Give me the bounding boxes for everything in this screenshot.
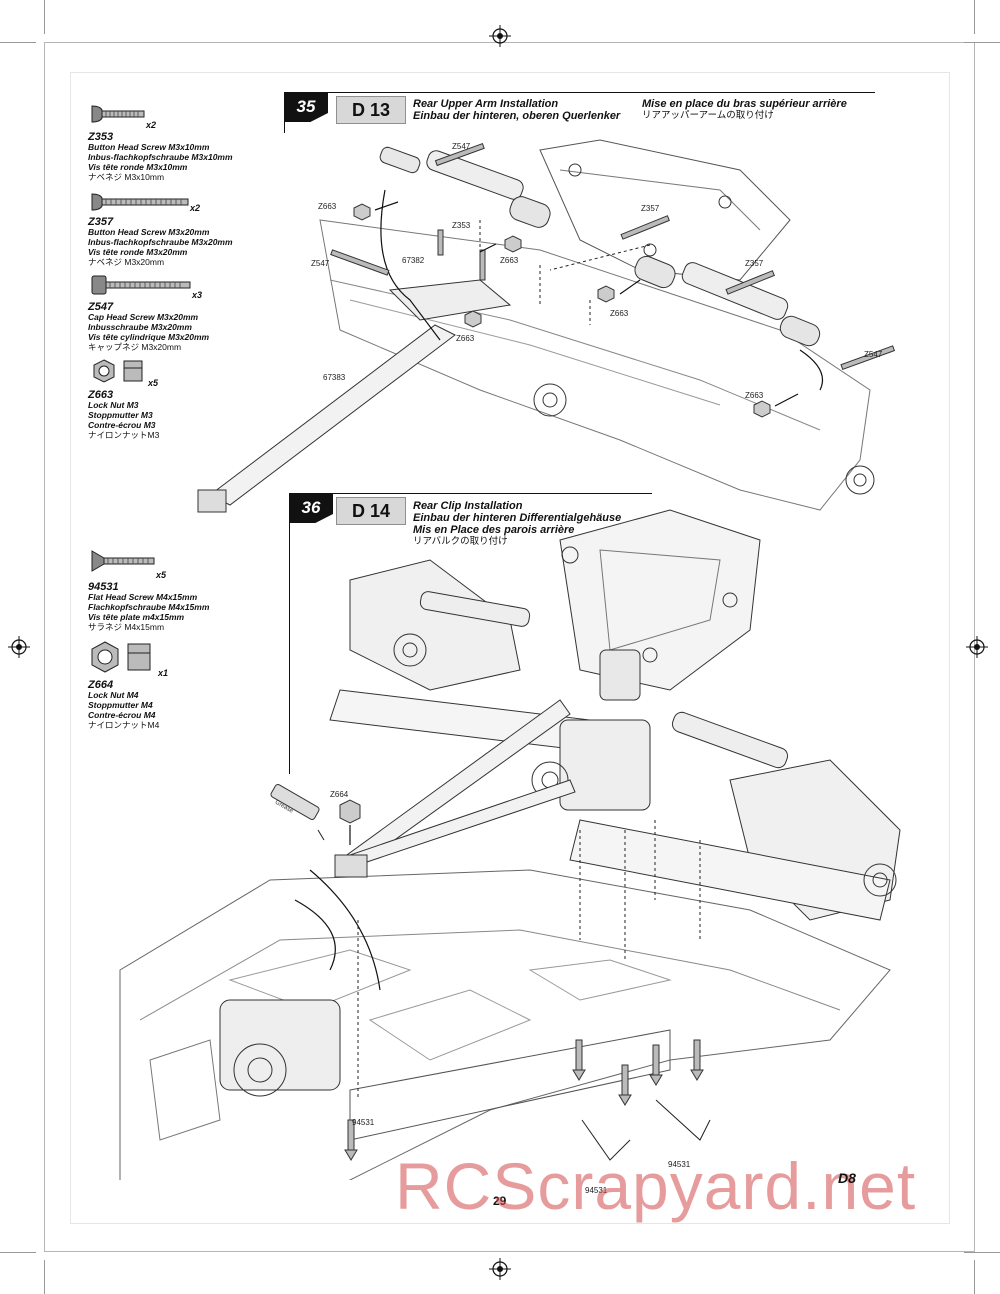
- part-name-fr: Vis tête cylindrique M3x20mm: [88, 332, 210, 342]
- step-title-en: Rear Upper Arm Installation: [413, 98, 559, 110]
- part-qty: x2: [190, 203, 201, 213]
- part-name-jp: ナベネジ M3x10mm: [88, 172, 165, 182]
- trim-mark: [974, 0, 975, 34]
- step-title-left: Rear Upper Arm Installation Einbau der h…: [413, 98, 620, 122]
- part-code: Z357: [88, 216, 114, 228]
- part-qty: x2: [146, 120, 157, 130]
- lock-nut-m4-icon: [91, 641, 151, 673]
- part-name-jp: ナイロンナットM3: [88, 430, 160, 440]
- part-z663: Z663 Lock Nut M3 Stoppmutter M3 Contre-é…: [88, 388, 160, 441]
- callout-label: 67382: [402, 256, 425, 265]
- part-name-jp: キャップネジ M3x20mm: [88, 342, 182, 352]
- rear-upper-arm-assembly-illustration: [197, 139, 896, 513]
- lock-nut-m3-icon: [93, 359, 143, 383]
- part-qty: x3: [192, 290, 203, 300]
- callout-label: 94531: [352, 1118, 375, 1127]
- step-title-fr: Mise en place du bras supérieur arrière: [642, 98, 847, 110]
- part-name-de: Flachkopfschraube M4x15mm: [88, 602, 210, 612]
- part-name-de: Inbus-flachkopfschraube M3x10mm: [88, 152, 233, 162]
- part-name-en: Button Head Screw M3x10mm: [88, 142, 210, 152]
- step-title-jp: リアアッパーアームの取り付け: [642, 110, 774, 121]
- callout-label: Z357: [641, 204, 660, 213]
- callout-label: Z663: [610, 309, 629, 318]
- part-name-en: Lock Nut M3: [88, 400, 139, 410]
- brand-logo: D8: [838, 1170, 856, 1186]
- part-name-en: Button Head Screw M3x20mm: [88, 227, 210, 237]
- trim-mark: [0, 42, 36, 43]
- rear-clip-assembly-illustration: Grease: [119, 509, 901, 1180]
- part-z664: Z664 Lock Nut M4 Stoppmutter M4 Contre-é…: [88, 678, 160, 731]
- part-name-en: Lock Nut M4: [88, 690, 139, 700]
- trim-mark: [964, 1252, 1000, 1253]
- registration-mark-icon: [966, 636, 988, 658]
- part-code: Z353: [88, 131, 114, 143]
- part-qty: x5: [148, 378, 159, 388]
- part-name-fr: Contre-écrou M4: [88, 710, 156, 720]
- part-name-jp: ナベネジ M3x20mm: [88, 257, 165, 267]
- step-code: D 13: [336, 96, 406, 124]
- part-qty: x1: [158, 668, 169, 678]
- step-number: 36: [289, 493, 333, 523]
- callout-label: Z547: [311, 259, 330, 268]
- part-name-fr: Contre-écrou M3: [88, 420, 156, 430]
- part-name-fr: Vis tête plate m4x15mm: [88, 612, 185, 622]
- flat-head-screw-icon: [91, 550, 155, 572]
- part-name-en: Flat Head Screw M4x15mm: [88, 592, 198, 602]
- part-z547: Z547 Cap Head Screw M3x20mm Inbusschraub…: [88, 300, 210, 353]
- callout-label: 67383: [323, 373, 346, 382]
- callout-label: Z663: [500, 256, 519, 265]
- part-94531: 94531 Flat Head Screw M4x15mm Flachkopfs…: [88, 580, 210, 633]
- step-code: D 14: [336, 497, 406, 525]
- part-name-jp: サラネジ M4x15mm: [88, 622, 165, 632]
- registration-mark-icon: [489, 25, 511, 47]
- part-name-de: Stoppmutter M3: [88, 410, 153, 420]
- callout-label: Z663: [456, 334, 475, 343]
- registration-mark-icon: [8, 636, 30, 658]
- part-z353: Z353 Button Head Screw M3x10mm Inbus-fla…: [88, 130, 233, 183]
- callout-label: Z547: [452, 142, 471, 151]
- registration-mark-icon: [489, 1258, 511, 1280]
- callout-label: 94531: [668, 1160, 691, 1169]
- part-name-fr: Vis tête ronde M3x20mm: [88, 247, 188, 257]
- callout-label: Z664: [330, 790, 349, 799]
- watermark-text: RCScrapyard.net: [395, 1149, 917, 1223]
- step-title-en: Rear Clip Installation: [413, 500, 523, 512]
- part-name-jp: ナイロンナットM4: [88, 720, 160, 730]
- content-area: [70, 72, 950, 1224]
- part-name-de: Inbusschraube M3x20mm: [88, 322, 192, 332]
- part-code: 94531: [88, 581, 119, 593]
- part-code: Z663: [88, 389, 114, 401]
- callout-label: Z357: [745, 259, 764, 268]
- trim-mark: [0, 1252, 36, 1253]
- part-name-de: Inbus-flachkopfschraube M3x20mm: [88, 237, 233, 247]
- trim-mark: [44, 0, 45, 34]
- part-z357: Z357 Button Head Screw M3x20mm Inbus-fla…: [88, 215, 233, 268]
- step-title-jp: リアバルクの取り付け: [413, 536, 508, 547]
- trim-mark: [974, 1260, 975, 1294]
- part-code: Z547: [88, 301, 114, 313]
- callout-label: Z547: [864, 350, 883, 359]
- callout-label: Z353: [452, 221, 471, 230]
- step-title-de: Einbau der hinteren Differentialgehäuse: [413, 512, 622, 524]
- callout-label: Z663: [745, 391, 764, 400]
- part-qty: x5: [156, 570, 167, 580]
- button-head-screw-icon: [91, 105, 145, 123]
- part-code: Z664: [88, 679, 114, 691]
- trim-mark: [964, 42, 1000, 43]
- part-name-fr: Vis tête ronde M3x10mm: [88, 162, 188, 172]
- step-title-block: Rear Clip Installation Einbau der hinter…: [413, 500, 621, 548]
- callout-label: 94531: [585, 1186, 608, 1195]
- cap-head-screw-icon: [91, 275, 191, 295]
- step-title-fr: Mis en Place des parois arrière: [413, 524, 575, 536]
- step-bracket: [289, 493, 652, 774]
- callout-label: Z663: [318, 202, 337, 211]
- part-name-en: Cap Head Screw M3x20mm: [88, 312, 199, 322]
- step-title-de: Einbau der hinteren, oberen Querlenker: [413, 110, 621, 122]
- part-name-de: Stoppmutter M4: [88, 700, 153, 710]
- trim-mark: [44, 1260, 45, 1294]
- button-head-screw-icon: [91, 193, 189, 211]
- step-title-right: Mise en place du bras supérieur arrière …: [642, 98, 847, 122]
- page-number: 29: [493, 1194, 507, 1208]
